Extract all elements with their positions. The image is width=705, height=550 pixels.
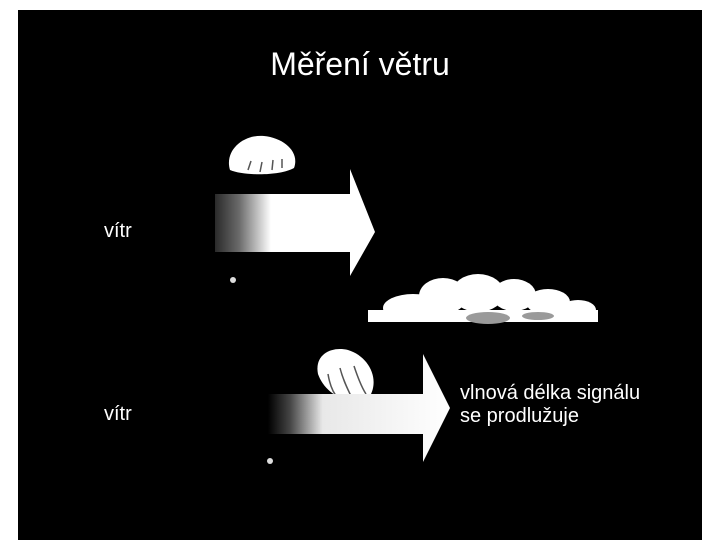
balloon-marker xyxy=(230,277,236,283)
signal-note: vlnová délka signálu se prodlužuje xyxy=(460,382,640,428)
balloon-icon xyxy=(317,349,373,401)
signal-note-line2: se prodlužuje xyxy=(460,405,640,428)
balloon-marker xyxy=(267,458,273,464)
slide: Měření větru vítr vítr vlnová délka sign… xyxy=(18,10,702,540)
wind-arrow-icon xyxy=(215,169,375,276)
slide-graphics xyxy=(18,10,702,540)
wind-label-bottom: vítr xyxy=(104,403,132,426)
signal-note-line1: vlnová délka signálu xyxy=(460,382,640,405)
slide-title: Měření větru xyxy=(18,46,702,83)
wind-label-top: vítr xyxy=(104,220,132,243)
balloon-icon xyxy=(229,136,295,174)
